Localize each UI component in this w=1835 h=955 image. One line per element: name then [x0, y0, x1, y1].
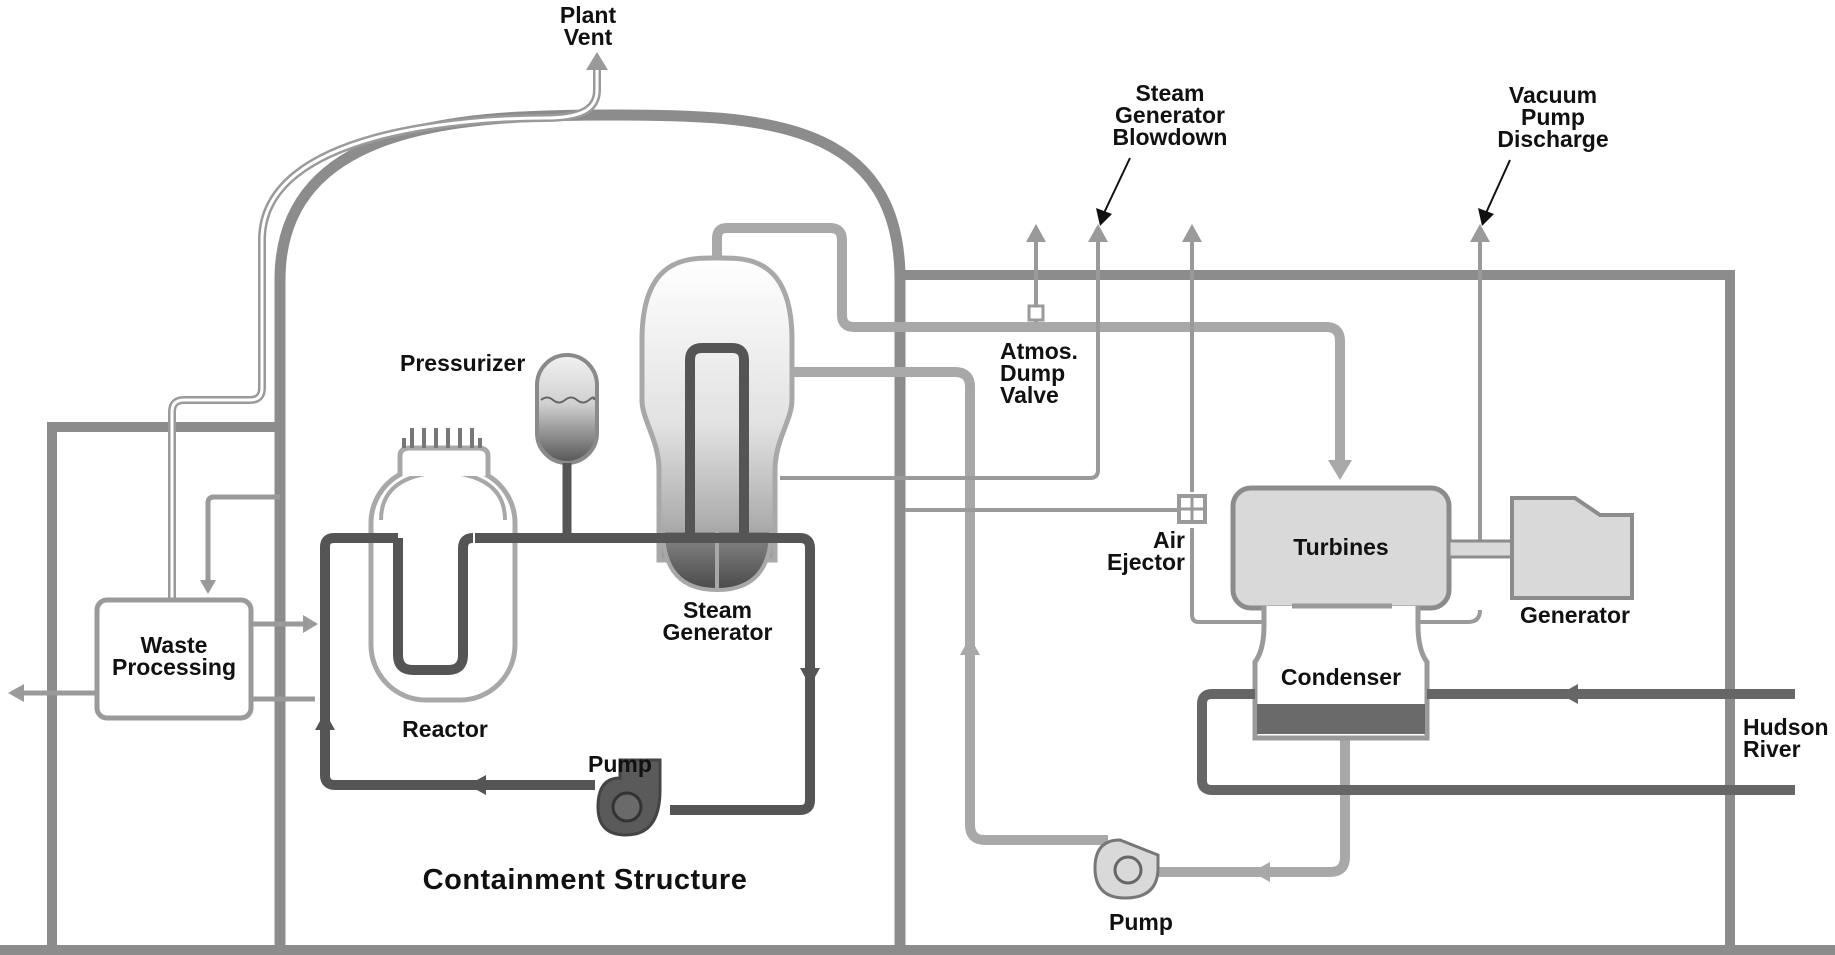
containment-structure-label: Containment Structure — [422, 864, 748, 896]
label-pointers — [1096, 157, 1511, 226]
feedwater-pump — [1093, 838, 1160, 900]
atmos-dump-valve-label: Atmos. Dump Valve — [1000, 338, 1078, 408]
sg-blowdown-label: Steam Generator Blowdown — [1112, 80, 1228, 150]
circulating-water-lines — [1197, 689, 1795, 795]
pressurizer — [535, 353, 599, 538]
air-ejector-symbol — [1177, 494, 1207, 524]
primary-pump — [596, 758, 662, 837]
condenser-label: Condenser — [1280, 664, 1402, 690]
waste-processing-label: Waste Processing — [112, 632, 236, 680]
plant-vent-label: Plant Vent — [559, 2, 617, 50]
containment-structure-wall — [274, 109, 906, 955]
steam-generator — [639, 255, 795, 593]
steam-generator-label: Steam Generator — [662, 597, 773, 645]
reactor-label: Reactor — [402, 716, 488, 742]
generator-label: Generator — [1520, 602, 1630, 628]
feedwater-line — [792, 367, 1350, 877]
vacuum-pump-discharge-label: Vacuum Pump Discharge — [1497, 82, 1609, 152]
waste-processing-box — [94, 597, 254, 721]
river-inflow-arrow — [1560, 684, 1578, 704]
condenser — [1252, 603, 1430, 741]
primary-flow-arrows — [315, 668, 820, 795]
control-rod-drives — [402, 428, 482, 448]
main-steam-line — [712, 223, 1345, 462]
reactor-vessel — [368, 428, 518, 703]
air-ejector-label: Air Ejector — [1107, 527, 1185, 575]
generator-box — [1510, 496, 1634, 600]
atmos-dump-valve-symbol — [1027, 304, 1045, 322]
plant-vent-duct — [168, 52, 608, 600]
pressurizer-label: Pressurizer — [400, 350, 526, 376]
turbine-shaft — [1447, 539, 1517, 559]
steam-to-turbine-arrow — [1328, 460, 1352, 480]
feedwater-arrow-up — [960, 637, 980, 655]
turbines-label: Turbines — [1293, 534, 1389, 560]
primary-pump-label: Pump — [588, 751, 652, 777]
hudson-river-label: Hudson River — [1743, 714, 1829, 762]
feedwater-arrow-left — [1252, 862, 1270, 882]
secondary-pump-label: Pump — [1109, 909, 1173, 935]
turbine-building — [905, 270, 1735, 955]
plant-vent-arrow — [586, 52, 608, 70]
